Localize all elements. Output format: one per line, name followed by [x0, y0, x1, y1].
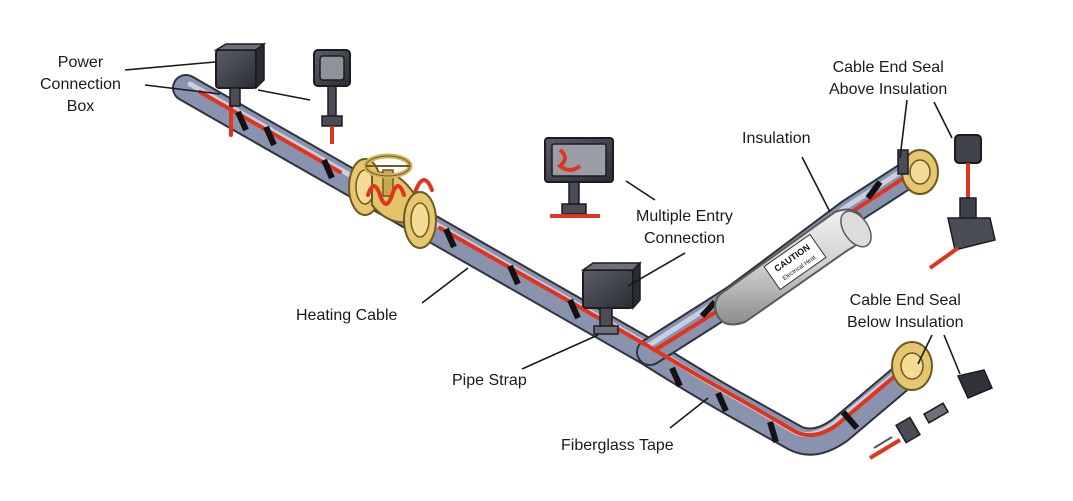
- power-connection-box-icon: [213, 42, 267, 107]
- label-power-line-2: Connection: [40, 76, 121, 93]
- end-seal-above-flange: [897, 149, 939, 195]
- end-seal-below-kit-icon: [868, 369, 993, 460]
- label-end-seal-above-line-1: Cable End Seal: [832, 59, 944, 76]
- label-multiple-entry-connection: Multiple Entry Connection: [636, 206, 733, 250]
- label-power-line-1: Power: [57, 54, 104, 71]
- multiple-entry-kit-icon: [544, 137, 614, 218]
- label-end-seal-below-line-1: Cable End Seal: [849, 292, 961, 309]
- label-fiberglass-tape-text: Fiberglass Tape: [561, 437, 674, 454]
- label-heating-cable: Heating Cable: [296, 305, 397, 327]
- insulation-jacket: CAUTION Electrical Heat: [714, 208, 872, 326]
- end-seal-below-flange: [891, 341, 933, 391]
- label-cable-end-seal-below: Cable End Seal Below Insulation: [847, 290, 964, 334]
- label-fiberglass-tape: Fiberglass Tape: [561, 435, 674, 457]
- label-power-line-3: Box: [66, 98, 95, 115]
- label-cable-end-seal-above: Cable End Seal Above Insulation: [829, 57, 947, 101]
- label-end-seal-above-line-2: Above Insulation: [829, 81, 948, 98]
- pipe-strap-box-icon: [580, 261, 642, 335]
- label-pipe-strap: Pipe Strap: [452, 370, 527, 392]
- label-end-seal-below-line-2: Below Insulation: [847, 314, 964, 331]
- label-insulation-text: Insulation: [742, 130, 811, 147]
- end-seal-above-kit-icon: [928, 134, 996, 270]
- label-power-connection-box: Power Connection Box: [40, 52, 121, 118]
- label-pipe-strap-text: Pipe Strap: [452, 372, 527, 389]
- gate-valve-icon: [348, 153, 437, 249]
- label-insulation: Insulation: [742, 128, 811, 150]
- connection-kit-icon: [313, 49, 351, 144]
- leader-lines: [124, 61, 961, 429]
- label-heating-cable-text: Heating Cable: [296, 307, 398, 324]
- fiberglass-tape-bands: [235, 110, 883, 443]
- label-multiple-entry-line-2: Connection: [643, 230, 725, 247]
- label-multiple-entry-line-1: Multiple Entry: [636, 208, 733, 225]
